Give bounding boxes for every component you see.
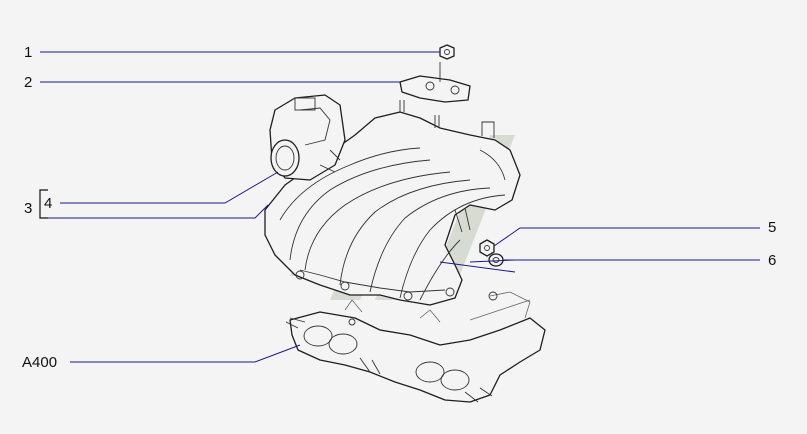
- washer-6-drawing: [488, 253, 504, 267]
- exhaust-gasket-a400-drawing: [285, 291, 546, 403]
- leader-3: [42, 204, 269, 219]
- callout-2: 2: [24, 74, 33, 91]
- callout-3: 3: [24, 200, 33, 217]
- bracket-3-4: [39, 189, 48, 219]
- throttle-body-drawing: [269, 94, 346, 181]
- leader-6c: [439, 261, 516, 273]
- leader-4: [60, 171, 279, 204]
- leader-a400: [70, 344, 301, 363]
- leader-6b: [469, 259, 516, 263]
- callout-1: 1: [24, 44, 33, 61]
- callout-5: 5: [768, 219, 777, 236]
- bracket-drawing: [399, 62, 471, 103]
- leader-5: [493, 227, 760, 247]
- callout-a400: A400: [22, 354, 58, 371]
- nut-1-drawing: [439, 44, 455, 60]
- callout-4: 4: [44, 195, 53, 212]
- nut-5-drawing: [479, 239, 495, 257]
- leader-lines: [39, 51, 760, 363]
- callout-6: 6: [768, 252, 777, 269]
